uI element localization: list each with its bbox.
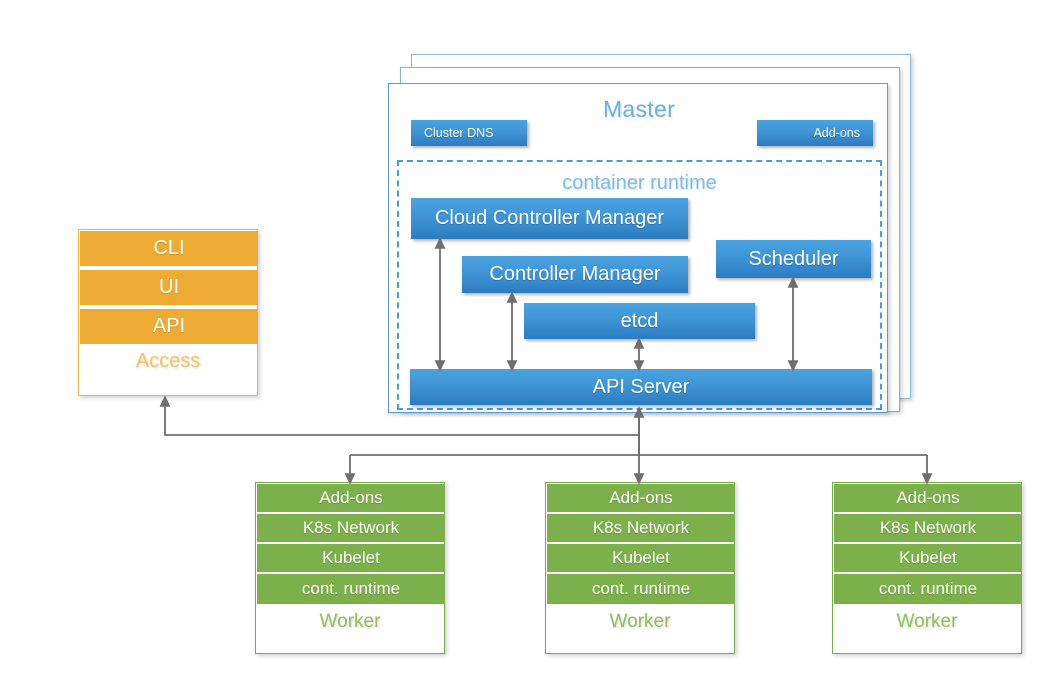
worker-bar-kubelet[interactable]: Kubelet [257, 544, 445, 572]
cluster-dns-box[interactable]: Cluster DNS [411, 120, 527, 146]
worker-label: Worker [609, 611, 671, 632]
worker-bar-k8s-network[interactable]: K8s Network [547, 514, 735, 542]
access-panel[interactable]: CLI UI API Access [78, 229, 258, 396]
worker-bar-cont-runtime[interactable]: cont. runtime [547, 574, 735, 604]
master-title: Master [602, 96, 676, 122]
access-bar-ui[interactable]: UI [80, 270, 258, 305]
container-runtime-title: container runtime [562, 172, 717, 194]
access-bar-cli[interactable]: CLI [80, 231, 258, 266]
api-server-box[interactable]: API Server [410, 369, 872, 405]
worker-node-3[interactable]: Add-ons K8s Network Kubelet cont. runtim… [832, 482, 1022, 654]
scheduler-box[interactable]: Scheduler [716, 240, 871, 278]
etcd-box[interactable]: etcd [524, 303, 755, 339]
worker-bar-cont-runtime[interactable]: cont. runtime [834, 574, 1022, 604]
worker-bar-addons[interactable]: Add-ons [257, 484, 445, 512]
worker-node-1[interactable]: Add-ons K8s Network Kubelet cont. runtim… [255, 482, 445, 654]
worker-bar-k8s-network[interactable]: K8s Network [257, 514, 445, 542]
worker-node-2[interactable]: Add-ons K8s Network Kubelet cont. runtim… [545, 482, 735, 654]
access-bar-api[interactable]: API [80, 309, 258, 344]
worker-bar-cont-runtime[interactable]: cont. runtime [257, 574, 445, 604]
worker-bar-k8s-network[interactable]: K8s Network [834, 514, 1022, 542]
access-label: Access [135, 350, 201, 372]
cloud-controller-manager-box[interactable]: Cloud Controller Manager [411, 198, 688, 239]
worker-bar-addons[interactable]: Add-ons [834, 484, 1022, 512]
controller-manager-box[interactable]: Controller Manager [462, 256, 688, 293]
worker-label: Worker [319, 611, 381, 632]
worker-bar-addons[interactable]: Add-ons [547, 484, 735, 512]
worker-bar-kubelet[interactable]: Kubelet [547, 544, 735, 572]
worker-bar-kubelet[interactable]: Kubelet [834, 544, 1022, 572]
master-addons-box[interactable]: Add-ons [757, 120, 873, 146]
worker-label: Worker [896, 611, 958, 632]
